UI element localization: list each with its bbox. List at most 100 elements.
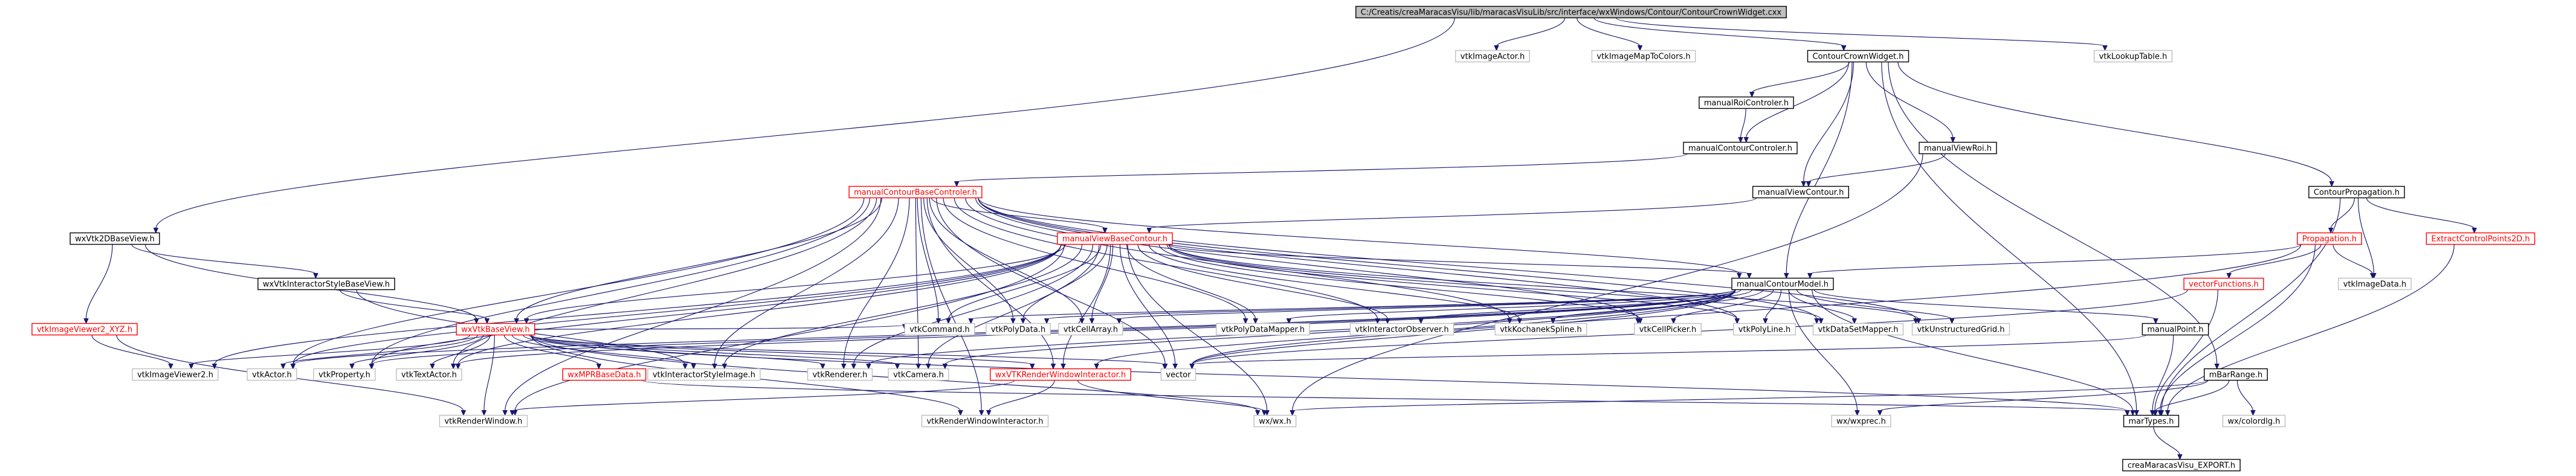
node-contour-propagation[interactable]: ContourPropagation.h xyxy=(2308,185,2405,199)
edge-line xyxy=(1168,244,1822,320)
node-manual-contour-controler[interactable]: manualContourControler.h xyxy=(1683,141,1798,155)
node-vtk-unstructured-grid[interactable]: vtkUnstructuredGrid.h xyxy=(1911,323,2010,336)
arrowhead xyxy=(1851,318,1858,324)
node-manual-point[interactable]: manualPoint.h xyxy=(2142,323,2209,336)
node-vector-functions[interactable]: vectorFunctions.h xyxy=(2183,277,2264,291)
arrowhead xyxy=(1020,318,1026,324)
node-vtk-poly-line[interactable]: vtkPolyLine.h xyxy=(1733,323,1796,336)
node-extract-control-points2d[interactable]: ExtractControlPoints2D.h xyxy=(2426,232,2536,245)
node-wx-vtk-base-view[interactable]: wxVtkBaseView.h xyxy=(456,323,535,336)
node-wxwx[interactable]: wx/wx.h xyxy=(1253,414,1297,428)
node-vtk-text-actor[interactable]: vtkTextActor.h xyxy=(396,368,462,381)
edge-line xyxy=(936,198,1166,365)
edge-line xyxy=(85,244,113,320)
node-vtk-lookup-table[interactable]: vtkLookupTable.h xyxy=(2093,50,2173,63)
edge-wxVtkBaseView-to-vector xyxy=(531,335,1167,370)
arrowhead xyxy=(942,364,948,370)
edge-manualContourBaseControler-to-wxVTKRenderWindowInteractor xyxy=(926,198,1056,370)
node-box xyxy=(1752,185,1850,199)
edge-manualContourModel-to-vtkPolyData xyxy=(1044,289,1736,324)
edge-line xyxy=(1615,17,2106,47)
node-box xyxy=(1160,368,1196,381)
node-vtk-property[interactable]: vtkProperty.h xyxy=(313,368,376,381)
arrowhead xyxy=(430,364,435,370)
node-label: vtkImageViewer2_XYZ.h xyxy=(37,326,132,335)
node-wx-vtkrender-window-interactor[interactable]: wxVTKRenderWindowInteractor.h xyxy=(990,368,1131,381)
node-m-bar-range[interactable]: mBarRange.h xyxy=(2204,368,2268,381)
edge-wxMPRBaseData-to-marTypes xyxy=(642,380,2130,416)
edge-line xyxy=(351,335,484,365)
node-vtk-poly-data[interactable]: vtkPolyData.h xyxy=(986,323,1051,336)
edge-line xyxy=(512,335,694,365)
node-vtk-camera[interactable]: vtkCamera.h xyxy=(888,368,949,381)
node-wx-mprbase-data[interactable]: wxMPRBaseData.h xyxy=(562,368,647,381)
edge-line xyxy=(1593,17,1844,47)
node-vector[interactable]: vector xyxy=(1160,368,1196,381)
edge-line xyxy=(1127,244,1268,411)
arrowhead xyxy=(682,364,688,370)
edge-line xyxy=(292,198,865,365)
node-vtk-actor[interactable]: vtkActor.h xyxy=(247,368,297,381)
node-vtk-cell-picker[interactable]: vtkCellPicker.h xyxy=(1634,323,1702,336)
edge-ContourCrownWidget-to-manualRoiControler xyxy=(1749,62,1850,98)
node-vtk-interactor-style-image[interactable]: vtkInteractorStyleImage.h xyxy=(647,368,761,381)
arrowhead xyxy=(460,410,466,416)
edge-line xyxy=(503,335,599,365)
node-vtk-render-window[interactable]: vtkRenderWindow.h xyxy=(439,414,528,428)
node-manual-contour-base-controler[interactable]: manualContourBaseControler.h xyxy=(848,185,983,199)
node-mar-types[interactable]: marTypes.h xyxy=(2123,414,2180,428)
arrowhead xyxy=(2329,181,2335,187)
edge-line xyxy=(431,335,491,365)
node-vtk-cell-array[interactable]: vtkCellArray.h xyxy=(1058,323,1123,336)
node-vtk-interactor-observer[interactable]: vtkInteractorObserver.h xyxy=(1349,323,1454,336)
node-label: vtkInteractorObserver.h xyxy=(1355,326,1448,335)
node-vtk-renderer[interactable]: vtkRenderer.h xyxy=(807,368,873,381)
node-manual-roi-controler[interactable]: manualRoiControler.h xyxy=(1699,96,1794,109)
node-box xyxy=(439,414,528,428)
edge-line xyxy=(1888,62,2218,365)
node-vtk-command[interactable]: vtkCommand.h xyxy=(904,323,975,336)
node-manual-contour-model[interactable]: manualContourModel.h xyxy=(1731,277,1834,291)
node-vtk-kochanek-spline[interactable]: vtkKochanekSpline.h xyxy=(1494,323,1587,336)
node-vtk-image-viewer2-xyz[interactable]: vtkImageViewer2_XYZ.h xyxy=(31,323,138,336)
node-vtk-image-actor[interactable]: vtkImageActor.h xyxy=(1455,50,1530,63)
edge-line xyxy=(2152,335,2174,411)
node-vtk-image-map-to-colors[interactable]: vtkImageMapToColors.h xyxy=(1591,50,1696,63)
edge-mBarRange-to-wxwxprec xyxy=(1877,380,2209,416)
node-box xyxy=(1733,323,1796,336)
node-manual-view-base-contour[interactable]: manualViewBaseContour.h xyxy=(1057,232,1173,245)
node-manual-view-roi[interactable]: manualViewRoi.h xyxy=(1919,141,1997,155)
edge-root-to-wxVtk2DBaseView xyxy=(153,18,1455,234)
node-wx-vtk2dbase-view[interactable]: wxVtk2DBaseView.h xyxy=(69,232,160,245)
node-label: wx/colordlg.h xyxy=(2228,417,2281,426)
node-manual-view-contour[interactable]: manualViewContour.h xyxy=(1752,185,1850,199)
edge-line xyxy=(1288,289,1742,320)
node-propagation[interactable]: Propagation.h xyxy=(2297,232,2362,245)
edge-line xyxy=(1166,244,1738,320)
node-box xyxy=(2142,323,2209,336)
node-root[interactable]: C:/Creatis/creaMaracasVisu/lib/maracasVi… xyxy=(1355,5,1787,19)
node-vtk-poly-data-mapper[interactable]: vtkPolyDataMapper.h xyxy=(1216,323,1310,336)
node-vtk-image-viewer2[interactable]: vtkImageViewer2.h xyxy=(132,368,219,381)
edge-line xyxy=(2357,198,2375,274)
node-vtk-data-set-mapper[interactable]: vtkDataSetMapper.h xyxy=(1812,323,1904,336)
node-box xyxy=(1634,323,1702,336)
node-vtk-image-data[interactable]: vtkImageData.h xyxy=(2338,277,2412,291)
edge-line xyxy=(843,198,910,365)
node-wxcolordlg[interactable]: wx/colordlg.h xyxy=(2222,414,2286,428)
node-contour-crown-widget[interactable]: ContourCrownWidget.h xyxy=(1807,50,1909,63)
edge-line xyxy=(2154,289,2218,411)
edge-line xyxy=(526,244,1066,320)
node-vtk-render-window-interactor[interactable]: vtkRenderWindowInteractor.h xyxy=(921,414,1049,428)
edge-manualContourBaseControler-to-vtkRenderWindow xyxy=(502,198,882,416)
arrowhead xyxy=(1749,92,1755,98)
edge-manualContourControler-to-manualContourBaseControler xyxy=(954,153,1688,187)
node-crea-maracas-visu-export[interactable]: creaMaracasVisu_EXPORT.h xyxy=(2122,458,2241,472)
node-wxwxprec[interactable]: wx/wxprec.h xyxy=(1831,414,1891,428)
arrowhead xyxy=(986,410,992,416)
edge-line xyxy=(282,335,478,365)
arrowhead xyxy=(1637,318,1643,324)
node-box xyxy=(2122,458,2241,472)
edge-line xyxy=(931,198,1106,230)
node-wx-vtk-interactor-style-base-view[interactable]: wxVtkInteractorStyleBaseView.h xyxy=(257,277,395,291)
